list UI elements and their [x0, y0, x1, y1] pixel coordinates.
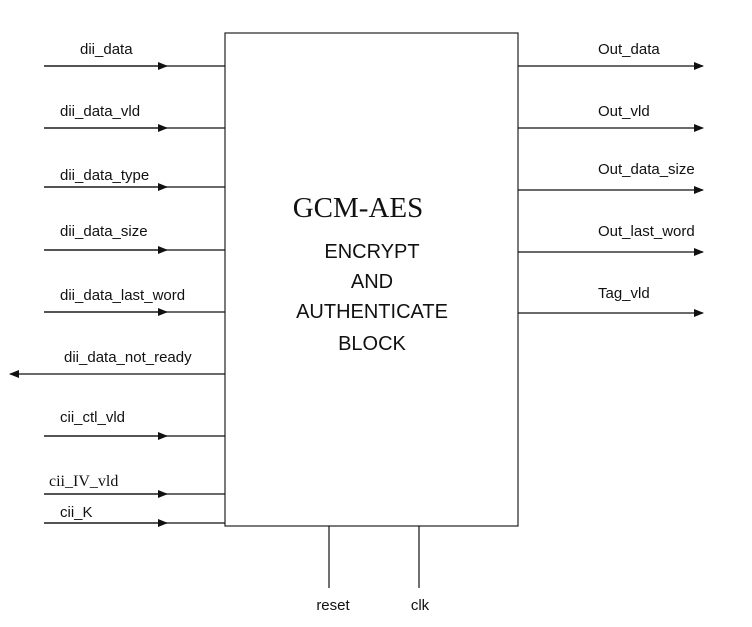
output-dii-data-not-ready: dii_data_not_ready	[9, 349, 225, 378]
output-out-last-word: Out_last_word	[518, 223, 704, 256]
block-line-encrypt: ENCRYPT	[324, 241, 419, 263]
signal-label: Out_data_size	[598, 161, 695, 178]
output-out-vld: Out_vld	[518, 103, 704, 132]
output-out-data: Out_data	[518, 41, 704, 70]
signal-label: cii_K	[60, 504, 93, 521]
signal-label: dii_data_type	[60, 167, 149, 184]
signal-label: Tag_vld	[598, 285, 650, 302]
signal-label: reset	[316, 597, 350, 614]
signal-label: dii_data_not_ready	[64, 349, 192, 366]
signal-label: dii_data_vld	[60, 103, 140, 120]
input-dii-data: dii_data	[44, 41, 225, 70]
signal-label: clk	[411, 597, 430, 614]
block-title: GCM-AES	[293, 192, 424, 224]
output-out-data-size: Out_data_size	[518, 161, 704, 194]
gcm-aes-block	[224, 32, 519, 527]
input-cii-k: cii_K	[44, 504, 225, 527]
signal-label: Out_vld	[598, 103, 650, 120]
block-line-and: AND	[351, 271, 393, 293]
signal-label: dii_data_size	[60, 223, 148, 240]
block-line-block: BLOCK	[338, 333, 406, 355]
input-cii-iv-vld: cii_IV_vld	[44, 473, 225, 498]
input-dii-data-last-word: dii_data_last_word	[44, 287, 225, 316]
input-dii-data-size: dii_data_size	[44, 223, 225, 254]
input-cii-ctl-vld: cii_ctl_vld	[44, 409, 225, 440]
signal-label: Out_last_word	[598, 223, 695, 240]
signal-label: dii_data_last_word	[60, 287, 185, 304]
signal-label: dii_data	[80, 41, 133, 58]
block-line-authenticate: AUTHENTICATE	[296, 301, 448, 323]
output-tag-vld: Tag_vld	[518, 285, 704, 317]
input-dii-data-type: dii_data_type	[44, 167, 225, 191]
input-dii-data-vld: dii_data_vld	[44, 103, 225, 132]
signal-label: Out_data	[598, 41, 660, 58]
signal-label: cii_IV_vld	[49, 473, 118, 490]
signal-label: cii_ctl_vld	[60, 409, 125, 426]
input-reset: reset	[316, 526, 351, 614]
input-clk: clk	[411, 526, 430, 614]
